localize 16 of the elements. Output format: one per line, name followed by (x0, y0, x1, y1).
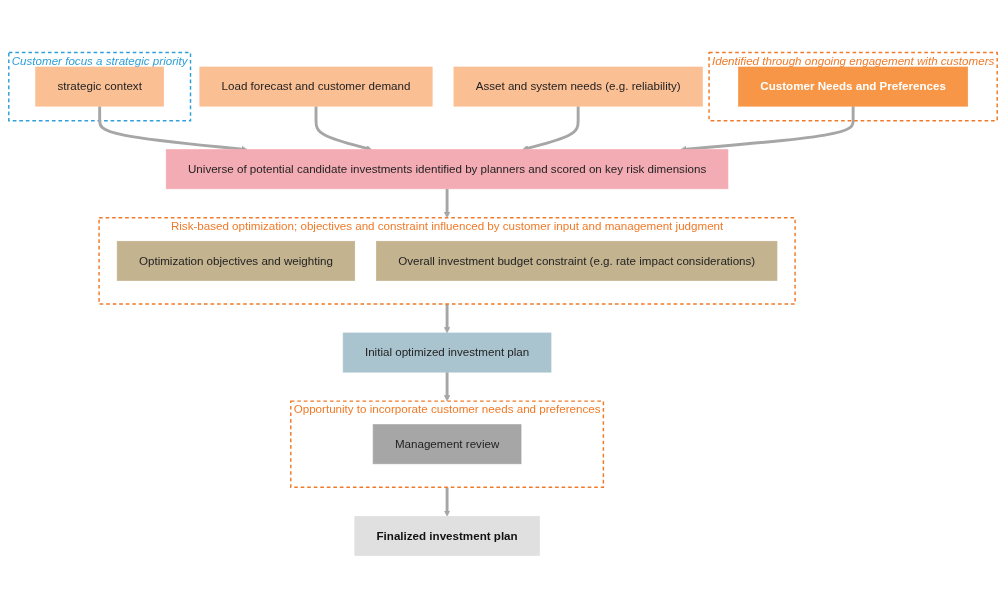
node-box: Overall investment budget constraint (e.g. rate impact considerations) (375, 240, 777, 281)
arrow (443, 486, 450, 517)
arrow (443, 303, 450, 333)
arrow (521, 105, 580, 151)
node-box: Asset and system needs (e.g. reliability) (453, 66, 703, 106)
node-box: Finalized investment plan (353, 515, 540, 556)
node-box: Customer Needs and Preferences (737, 66, 968, 106)
arrow (314, 105, 372, 151)
node-box: Initial optimized investment plan (342, 332, 551, 372)
arrow (443, 188, 450, 218)
node-box: strategic context (34, 66, 164, 106)
node-box: Management review (372, 423, 521, 464)
node-box: Load forecast and customer demand (199, 66, 433, 106)
arrow (443, 371, 450, 401)
node-box: Universe of potential candidate investments identified by planners and scored on key risk dimensions (165, 148, 728, 189)
node-box: Optimization objectives and weighting (116, 240, 355, 281)
